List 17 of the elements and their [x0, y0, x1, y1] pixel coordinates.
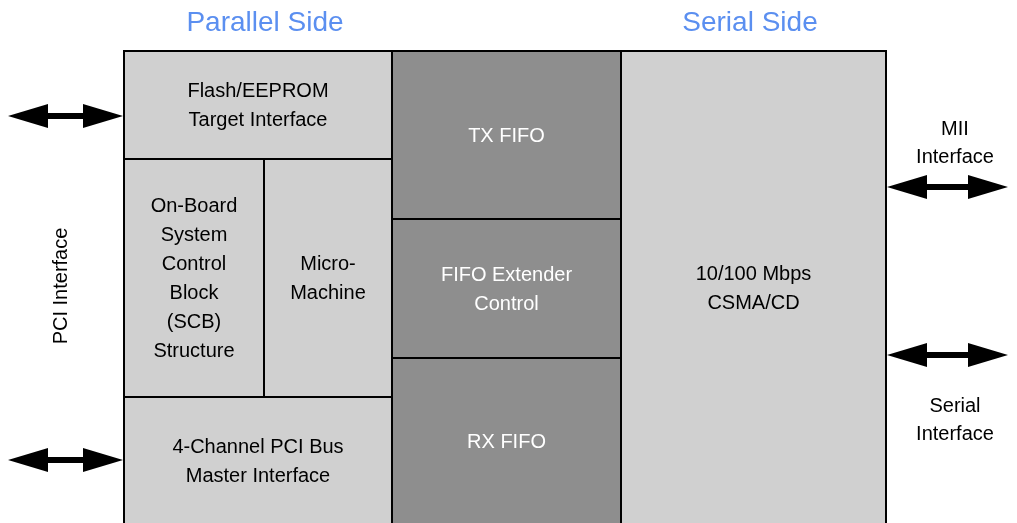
side-heading: Parallel Side [185, 5, 345, 39]
double-headed-arrow [8, 104, 123, 128]
module-block: TX FIFO [391, 50, 622, 220]
double-headed-arrow [8, 448, 123, 472]
double-headed-arrow [887, 343, 1008, 367]
module-block: Micro-Machine [263, 158, 393, 398]
double-headed-arrow [887, 175, 1008, 199]
interface-label: MII Interface [915, 116, 995, 169]
module-block: 10/100 Mbps CSMA/CD [620, 50, 887, 523]
module-block: FIFO Extender Control [391, 218, 622, 359]
module-block: Flash/EEPROM Target Interface [123, 50, 393, 160]
module-block: RX FIFO [391, 357, 622, 523]
interface-label: PCI Interface [48, 226, 72, 347]
interface-label: Serial Interface [915, 393, 995, 446]
module-block: 4-Channel PCI Bus Master Interface [123, 396, 393, 523]
side-heading: Serial Side [681, 5, 819, 39]
module-block: On-Board System Control Block (SCB) Structure [123, 158, 265, 398]
